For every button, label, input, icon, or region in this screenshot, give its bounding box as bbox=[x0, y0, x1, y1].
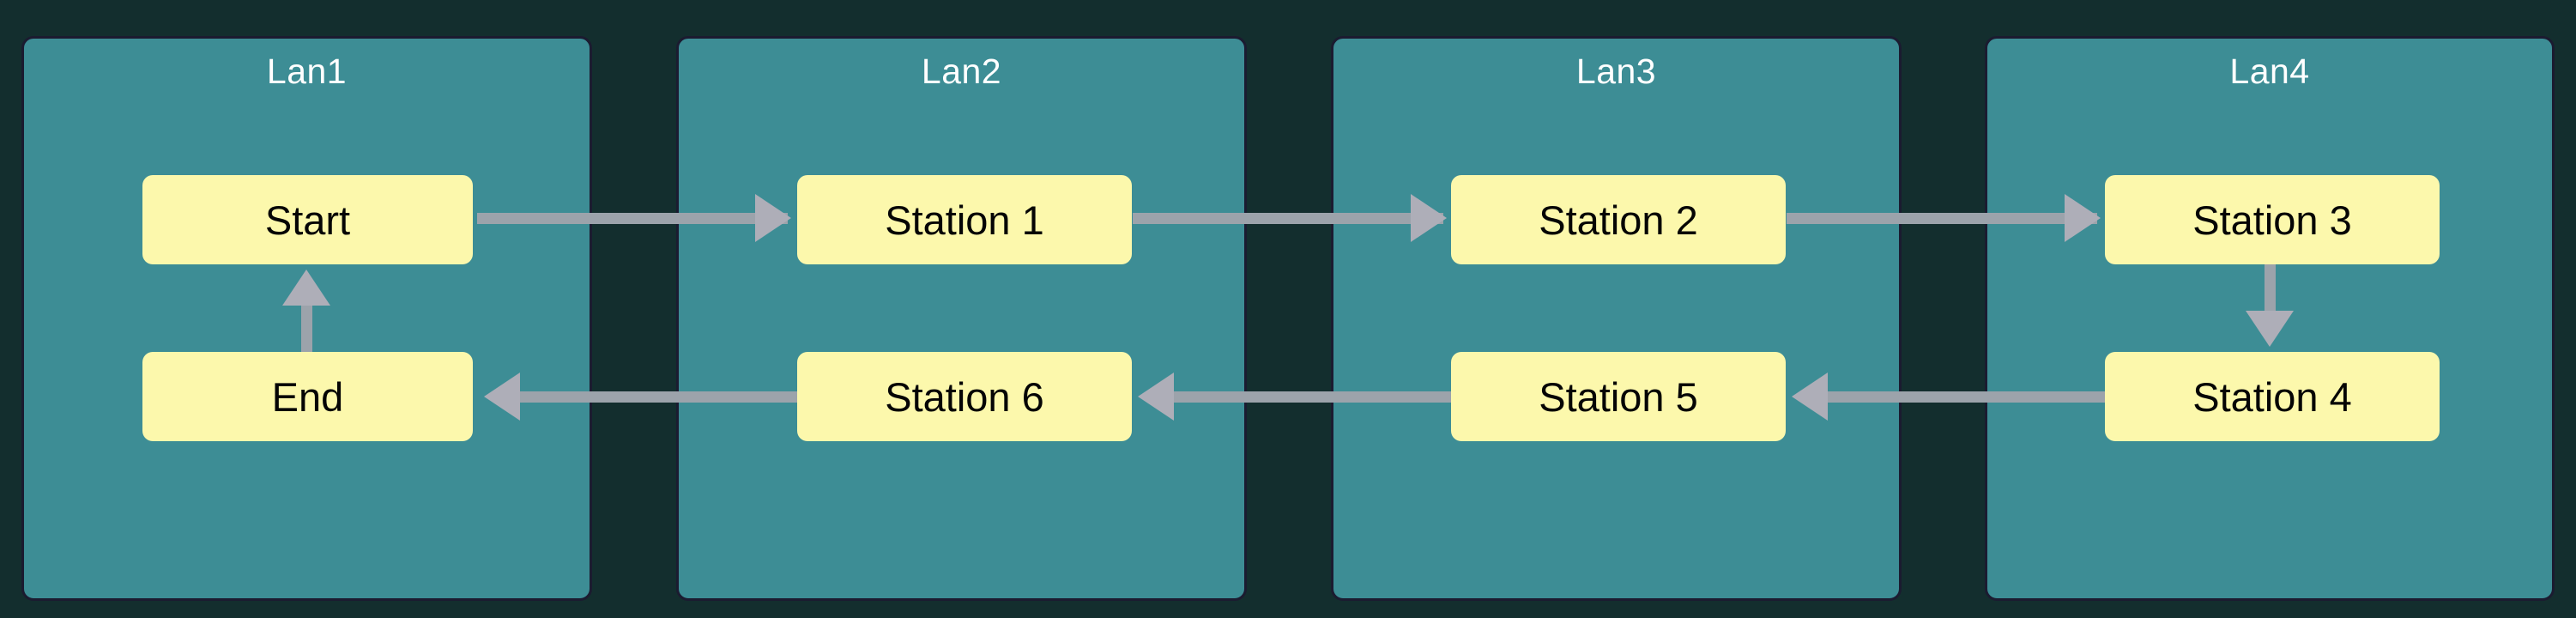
swimlane-lan3[interactable]: Lan3 bbox=[1331, 36, 1902, 601]
node-station6-label: Station 6 bbox=[885, 373, 1044, 420]
node-station5[interactable]: Station 5 bbox=[1451, 352, 1786, 441]
edge-station2-to-station3-arrowhead bbox=[2065, 194, 2101, 242]
edge-station6-to-end-arrowhead bbox=[484, 373, 520, 421]
node-end-label: End bbox=[271, 373, 344, 420]
node-start-label: Start bbox=[264, 197, 351, 243]
edge-station6-to-end-line bbox=[517, 391, 827, 403]
node-station3-label: Station 3 bbox=[2192, 197, 2352, 243]
node-end[interactable]: End bbox=[142, 352, 473, 441]
swimlane-label-lan1: Lan1 bbox=[266, 52, 348, 91]
edge-station1-to-station2-line bbox=[1133, 213, 1443, 224]
swimlane-lan2[interactable]: Lan2 bbox=[676, 36, 1247, 601]
edge-station1-to-station2-arrowhead bbox=[1411, 194, 1447, 242]
node-station4-label: Station 4 bbox=[2192, 373, 2352, 420]
node-station5-label: Station 5 bbox=[1539, 373, 1698, 420]
swimlane-label-lan4: Lan4 bbox=[2229, 52, 2310, 91]
node-station1-label: Station 1 bbox=[885, 197, 1044, 243]
node-start[interactable]: Start bbox=[142, 175, 473, 264]
edge-station5-to-station6-line bbox=[1170, 391, 1481, 403]
swimlane-label-lan2: Lan2 bbox=[921, 52, 1002, 91]
edge-station3-to-station4-line bbox=[2265, 264, 2276, 318]
edge-station2-to-station3-line bbox=[1787, 213, 2097, 224]
edge-station4-to-station5-line bbox=[1824, 391, 2135, 403]
node-station2-label: Station 2 bbox=[1539, 197, 1698, 243]
edge-end-to-start-arrowhead bbox=[282, 270, 330, 306]
node-station3[interactable]: Station 3 bbox=[2105, 175, 2440, 264]
edge-start-to-station1-arrowhead bbox=[755, 194, 791, 242]
edge-station4-to-station5-arrowhead bbox=[1792, 373, 1828, 421]
edge-start-to-station1-line bbox=[477, 213, 788, 224]
node-station4[interactable]: Station 4 bbox=[2105, 352, 2440, 441]
edge-end-to-start-line bbox=[301, 299, 312, 352]
node-station1[interactable]: Station 1 bbox=[797, 175, 1132, 264]
edge-station3-to-station4-arrowhead bbox=[2246, 311, 2294, 347]
swimlane-label-lan3: Lan3 bbox=[1575, 52, 1657, 91]
node-station6[interactable]: Station 6 bbox=[797, 352, 1132, 441]
node-station2[interactable]: Station 2 bbox=[1451, 175, 1786, 264]
edge-station5-to-station6-arrowhead bbox=[1138, 373, 1174, 421]
